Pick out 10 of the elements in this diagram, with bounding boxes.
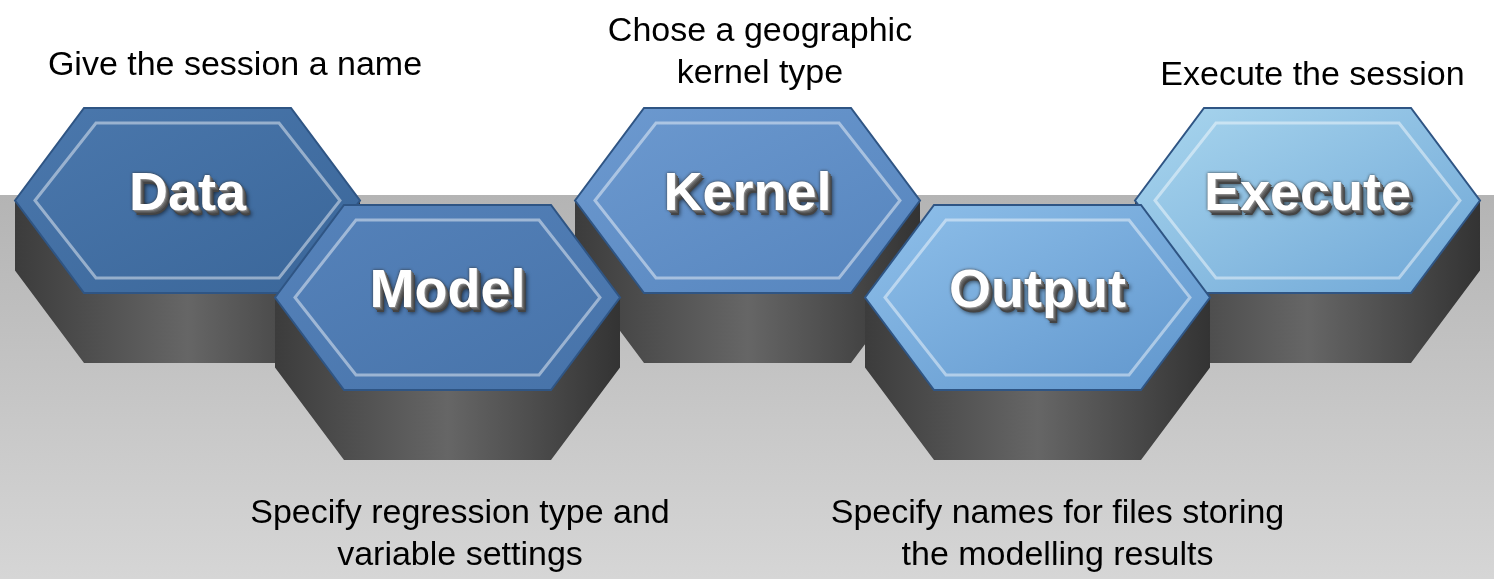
tile-title: Execute [1202,160,1413,222]
caption-text: Chose a geographic kernel type [606,9,914,92]
caption-text: Give the session a name [46,43,424,84]
caption-text: Execute the session [1159,53,1466,94]
tile-title: Kernel [662,160,833,222]
tile-title: Data [127,160,248,222]
caption-text: Specify names for files storing the modelling results [829,491,1286,574]
caption-text: Specify regression type and variable settings [250,491,670,574]
tile-title: Output [948,257,1127,319]
tile-title: Model [368,257,527,319]
